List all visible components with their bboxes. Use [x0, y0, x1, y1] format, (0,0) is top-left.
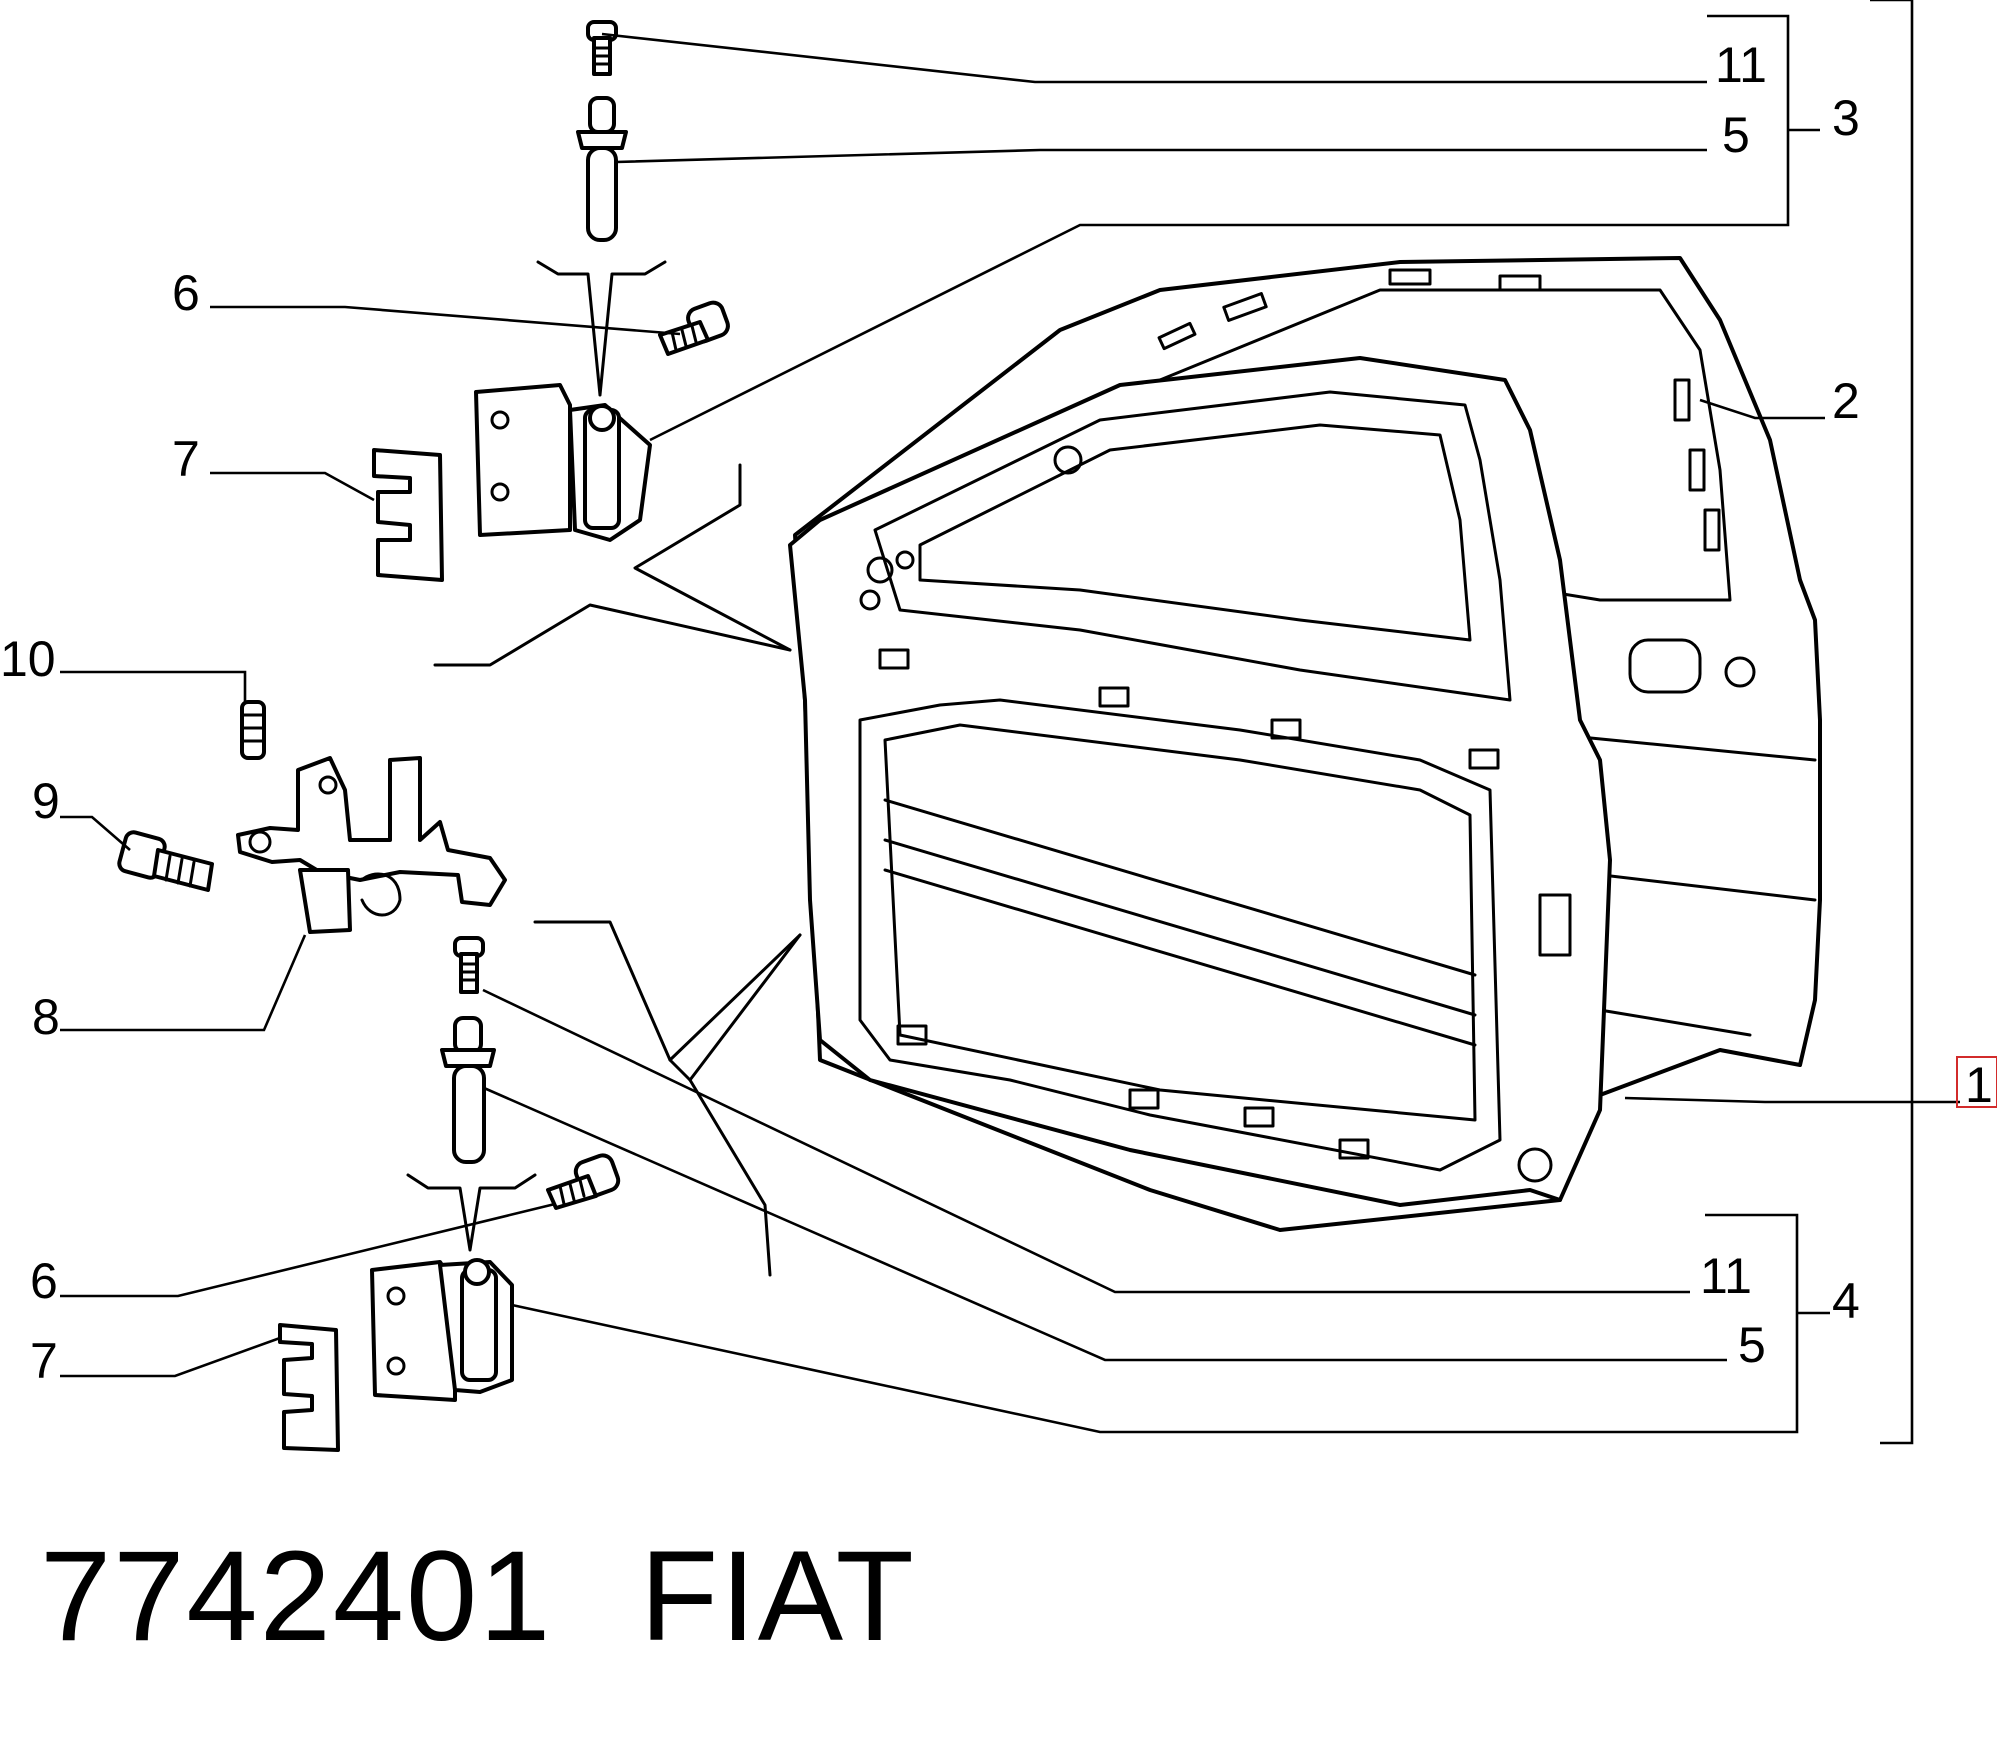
lock-hole — [1724, 656, 1756, 688]
callout-9: 9 — [32, 773, 60, 829]
callout-7-bottom: 7 — [30, 1333, 58, 1389]
lock-cutout — [1538, 893, 1572, 957]
callout-7-top: 7 — [172, 431, 200, 487]
panel-clip — [1338, 1138, 1370, 1160]
reinforcement-bar — [883, 838, 1477, 1017]
callout-11-bottom: 11 — [1700, 1248, 1752, 1304]
shim-plate-7-top — [372, 448, 444, 582]
bolt-6-bottom — [546, 1153, 621, 1210]
lower-hinge-assembly — [278, 936, 621, 1452]
pillar-hole — [866, 556, 894, 584]
inner-window-frame — [873, 390, 1512, 702]
part-number: 7742401 — [40, 1525, 552, 1668]
explode-guide — [536, 260, 667, 397]
callout-5-bottom: 5 — [1738, 1317, 1766, 1373]
reinforcement-bar — [883, 868, 1477, 1047]
panel-clip — [1098, 686, 1130, 708]
seal-clip — [1688, 448, 1706, 492]
pillar-hole — [1053, 445, 1083, 475]
bolt-9 — [117, 830, 214, 892]
callout-labels: 11 5 3 6 7 2 10 9 8 1 11 4 5 6 7 — [0, 37, 1993, 1389]
callout-5-top: 5 — [1722, 107, 1750, 163]
inner-window-frame-inner — [918, 423, 1472, 642]
seal-clip — [1222, 292, 1268, 322]
screw-11-top — [586, 20, 618, 76]
callout-6-top: 6 — [172, 265, 200, 321]
callout-1: 1 — [1965, 1057, 1993, 1113]
callout-6-bottom: 6 — [30, 1253, 58, 1309]
callout-8: 8 — [32, 989, 60, 1045]
hinge-leaf-top — [474, 383, 652, 542]
inner-lower-opening — [858, 698, 1502, 1172]
callout-3: 3 — [1832, 90, 1860, 146]
belt-line — [1598, 1008, 1752, 1037]
pillar-hole — [859, 589, 881, 611]
callout-1-highlight-box — [1956, 1056, 1997, 1108]
callout-10: 10 — [0, 631, 56, 687]
screw-11-bottom — [453, 936, 485, 994]
inner-lower-opening-inner — [883, 723, 1477, 1122]
door-inner-panel — [788, 356, 1612, 1207]
seal-clip — [1157, 321, 1197, 351]
upper-hinge-assembly — [372, 20, 730, 582]
drain-hole — [1517, 1147, 1553, 1183]
seal-clip — [1703, 508, 1721, 552]
door-check-assembly — [117, 700, 507, 934]
check-link-8 — [236, 756, 507, 934]
reinforcement-bar — [883, 798, 1477, 977]
panel-clip — [1468, 748, 1500, 770]
panel-clip — [1128, 1088, 1160, 1110]
handle-recess — [1628, 638, 1702, 694]
pin-10 — [240, 700, 266, 760]
seal-clip — [1388, 268, 1432, 286]
leader-lines — [60, 0, 1960, 1445]
hinge-pin-5-bottom — [440, 1016, 496, 1164]
shim-plate-7-bottom — [278, 1323, 340, 1452]
panel-clip — [1270, 718, 1302, 740]
phantom-lines — [433, 463, 802, 1277]
panel-clip — [1243, 1106, 1275, 1128]
door-shell — [788, 256, 1822, 1232]
seal-clip — [1673, 378, 1691, 422]
panel-clip — [896, 1024, 928, 1046]
hinge-leaf-bottom — [370, 1258, 514, 1402]
belt-line — [1558, 733, 1817, 762]
callout-4: 4 — [1832, 1273, 1860, 1329]
bolt-6-top — [658, 300, 730, 356]
footer: 7742401 FIAT — [40, 1525, 916, 1668]
panel-clip — [878, 648, 910, 670]
seal-clip — [1498, 274, 1542, 292]
callout-11-top: 11 — [1715, 37, 1767, 93]
hinge-pin-5-top — [576, 96, 628, 242]
pillar-hole — [895, 550, 915, 570]
brand-name: FIAT — [640, 1525, 916, 1668]
explode-guide — [406, 1173, 537, 1252]
callout-2: 2 — [1832, 373, 1860, 429]
